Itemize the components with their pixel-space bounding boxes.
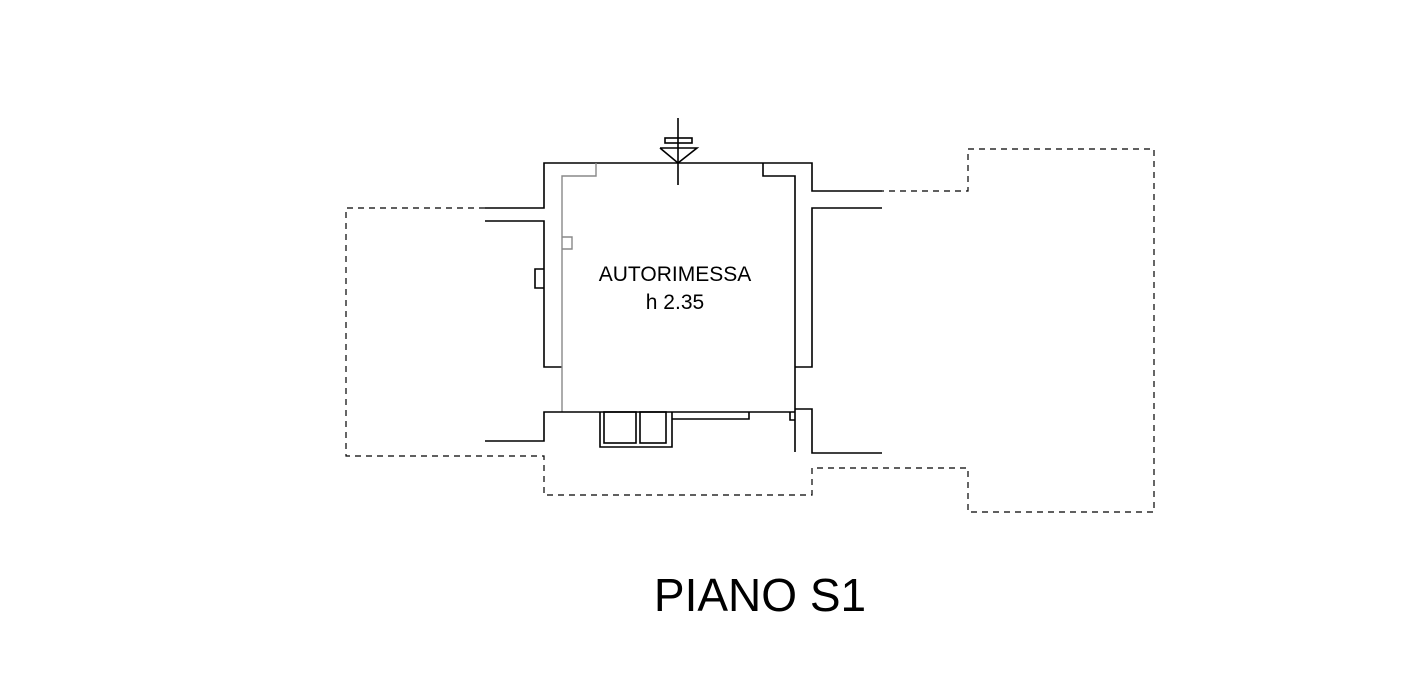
room-name: AUTORIMESSA <box>598 263 752 286</box>
entrance-symbol <box>659 118 700 185</box>
cabinets <box>599 411 673 448</box>
adjacent-areas-dashed <box>345 148 1155 513</box>
plan-title: PIANO S1 <box>653 569 867 621</box>
room-height: h 2.35 <box>645 291 705 314</box>
room-label: AUTORIMESSA h 2.35 <box>575 261 775 317</box>
